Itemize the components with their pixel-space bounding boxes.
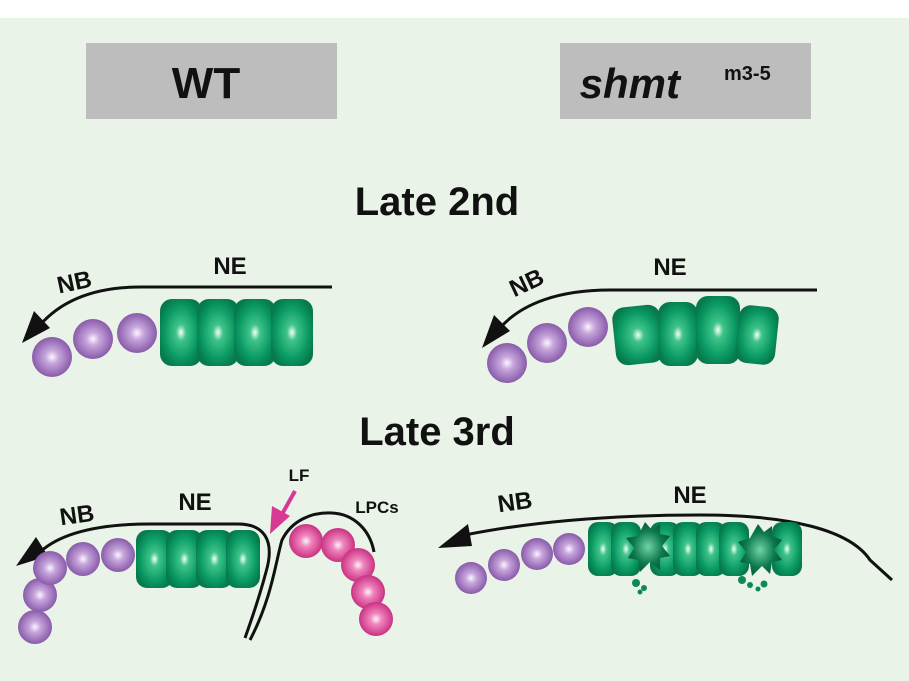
migration-arrow-line [498, 288, 817, 329]
lamina-furrow-curve-right [248, 511, 376, 641]
nb-cell [455, 562, 487, 594]
ne-cell [612, 304, 664, 366]
ne-cell [673, 522, 703, 576]
ne-cell [735, 305, 779, 365]
nb-cell [66, 542, 100, 576]
lamina-furrow-curve-left [237, 522, 271, 639]
apoptotic-fragment [747, 582, 753, 588]
nb-cell [553, 533, 585, 565]
migration-arrow-line [38, 285, 332, 326]
shmt-header-superscript: m3-5 [724, 63, 771, 85]
apoptotic-fragment [637, 589, 643, 595]
ne-cell [136, 530, 173, 588]
stage-late-2nd-title: Late 2nd [355, 180, 519, 224]
ne-cell [772, 522, 802, 576]
wt-header-box [86, 43, 337, 119]
ne-cell [197, 299, 239, 366]
lpcs-label: LPCs [355, 498, 398, 517]
lf-arrowhead [270, 506, 290, 534]
ne-label: NE [213, 253, 246, 280]
apoptotic-fragment [632, 579, 640, 587]
migration-arrowhead [16, 537, 48, 566]
apoptotic-fragment [760, 580, 768, 588]
nb-cell [23, 578, 57, 612]
nb-cell [101, 538, 135, 572]
nb-cell [488, 549, 520, 581]
wt-late-2nd-panel: NB NE [22, 253, 332, 377]
migration-arrow-line [464, 513, 894, 582]
ne-cell [696, 296, 740, 364]
ne-label: NE [673, 482, 706, 509]
nb-label: NB [496, 487, 534, 519]
dying-cell [626, 522, 670, 572]
lpc-cell [289, 524, 323, 558]
apoptotic-fragment [755, 586, 761, 592]
migration-arrowhead [22, 311, 50, 343]
lf-label: LF [289, 466, 310, 485]
ne-cell [196, 530, 233, 588]
shmt-header-label: shmt [580, 60, 682, 107]
nb-cell [521, 538, 553, 570]
shmt-late-2nd-panel: NB NE [482, 254, 817, 383]
nb-cell [487, 343, 527, 383]
ne-cell [611, 522, 641, 576]
shmt-late-3rd-panel: NB NE [438, 482, 894, 595]
ne-cell [234, 299, 276, 366]
lpc-cell [359, 602, 393, 636]
ne-label: NE [178, 489, 211, 516]
nb-cell [568, 307, 608, 347]
ne-label: NE [653, 254, 686, 281]
migration-arrowhead [438, 524, 472, 548]
shmt-header-box [560, 43, 811, 119]
dying-cell [738, 524, 782, 576]
nb-cell [18, 610, 52, 644]
ne-cell [271, 299, 313, 366]
nb-cell [73, 319, 113, 359]
ne-cell [226, 530, 260, 588]
wt-late-3rd-panel: NB NE LF LPCs [16, 466, 399, 644]
migration-arrowhead [482, 315, 510, 348]
ne-cell [160, 299, 202, 366]
nb-cell [117, 313, 157, 353]
ne-cell [658, 302, 698, 366]
apoptotic-fragment [641, 585, 647, 591]
apoptotic-fragment [738, 576, 746, 584]
nb-label: NB [58, 500, 96, 532]
migration-arrow-line [38, 522, 238, 554]
nb-cell [33, 551, 67, 585]
nb-cell [32, 337, 72, 377]
ne-cell [719, 522, 749, 576]
nb-cell [527, 323, 567, 363]
wt-header-label: WT [172, 59, 241, 108]
ne-cell [696, 522, 726, 576]
lpc-cell [351, 575, 385, 609]
ne-cell [166, 530, 203, 588]
stage-late-3rd-title: Late 3rd [359, 410, 515, 454]
lf-arrow-line [279, 490, 297, 517]
lpc-cell [341, 548, 375, 582]
ne-cell [588, 522, 618, 576]
